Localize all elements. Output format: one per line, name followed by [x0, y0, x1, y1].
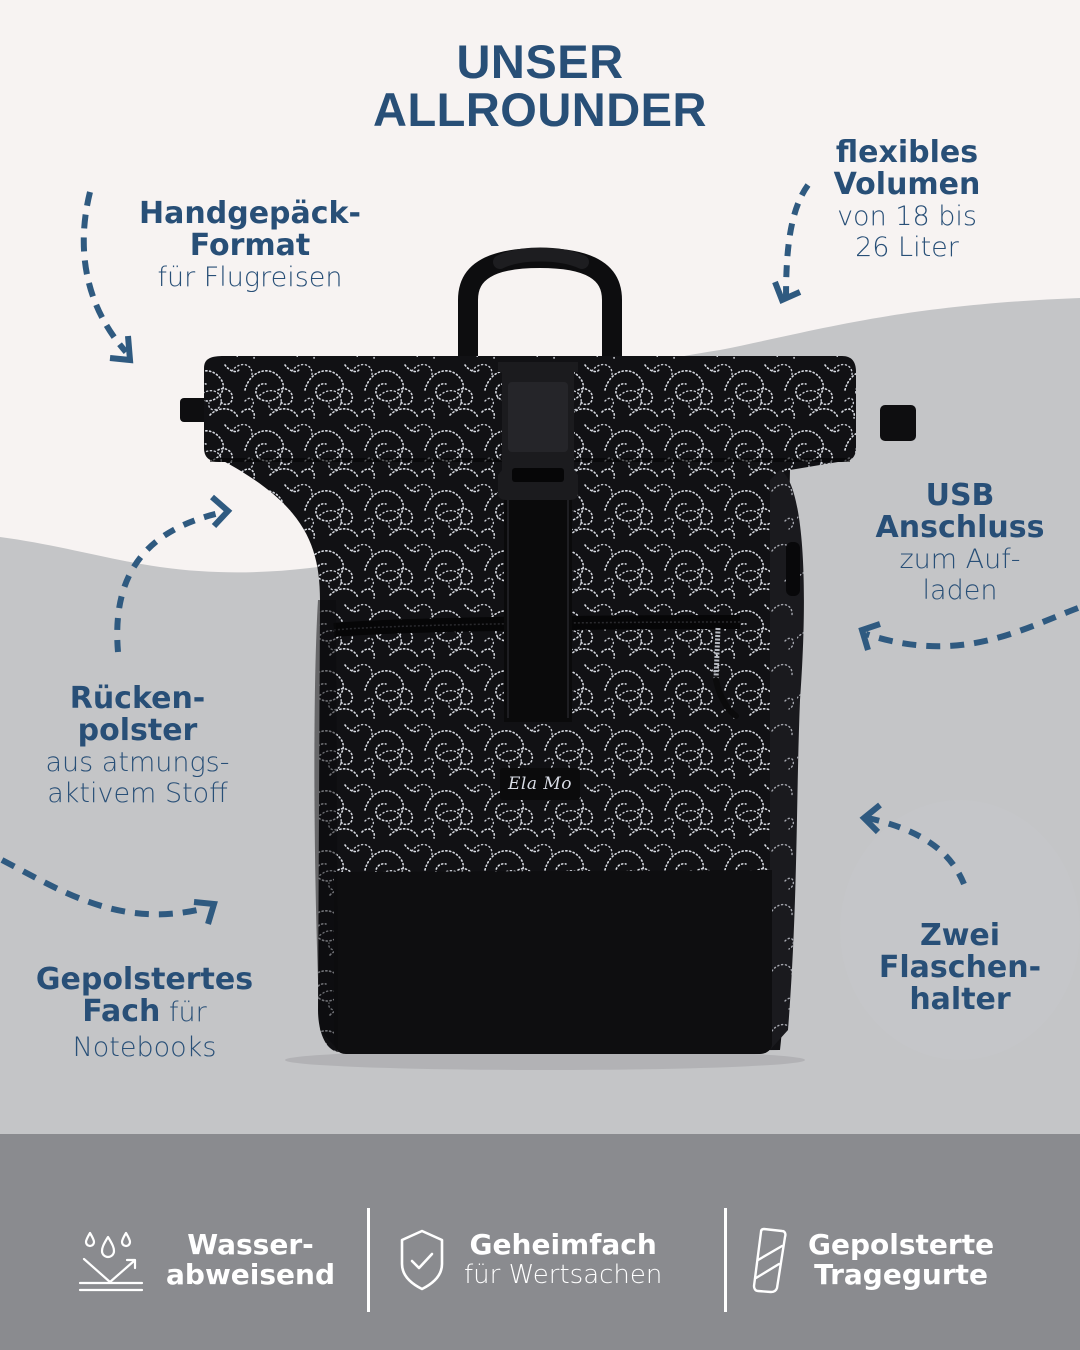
feature-volume-desc-1: von 18 bis [837, 201, 977, 232]
feature-laptop-compartment: Gepolstertes Fach für Notebooks [22, 962, 267, 1064]
title-line-2: ALLROUNDER [373, 83, 707, 136]
feature-bottle-title-3: halter [909, 982, 1011, 1017]
badge-padded-straps-line-1: Gepolsterte [808, 1228, 995, 1261]
badge-secret-pocket: Geheimfach für Wertsachen [398, 1210, 698, 1310]
feature-volume-title-2: Volumen [833, 167, 981, 202]
benefits-band [0, 1134, 1080, 1350]
feature-back-padding-title-2: polster [77, 713, 198, 748]
feature-carry-on-title-1: Handgepäck- [139, 196, 361, 231]
padded-strap-icon [752, 1227, 787, 1294]
badge-divider [724, 1208, 727, 1312]
feature-back-padding: Rücken- polster aus atmungs- aktivem Sto… [30, 681, 245, 810]
feature-carry-on-desc: für Flugreisen [157, 262, 343, 293]
badge-water-repellent-line-1: Wasser- [187, 1228, 314, 1261]
feature-bottle-title-1: Zwei [919, 918, 1001, 953]
feature-volume-desc-2: 26 Liter [855, 232, 959, 263]
badge-padded-straps-line-2: Tragegurte [814, 1258, 988, 1291]
feature-volume: flexibles Volumen von 18 bis 26 Liter [812, 135, 1002, 264]
feature-usb-title-1: USB [925, 478, 995, 513]
brand-label: Ela Mo [500, 768, 580, 800]
feature-laptop-desc-inline: für [160, 997, 207, 1028]
badge-water-repellent-line-2: abweisend [166, 1258, 336, 1291]
feature-laptop-title-2: Fach [82, 994, 161, 1029]
feature-usb-desc-1: zum Auf- [899, 544, 1021, 575]
feature-usb-title-2: Anschluss [875, 510, 1045, 545]
badge-divider [367, 1208, 370, 1312]
feature-usb: USB Anschluss zum Auf- laden [860, 478, 1060, 607]
badge-secret-pocket-line-2: für Wertsachen [464, 1260, 663, 1290]
feature-back-padding-title-1: Rücken- [69, 681, 206, 716]
feature-usb-desc-2: laden [922, 575, 998, 606]
feature-bottle-title-2: Flaschen- [878, 950, 1042, 985]
feature-back-padding-desc-2: aktivem Stoff [47, 778, 228, 809]
title-line-1: UNSER [456, 35, 624, 88]
water-repellent-icon [78, 1231, 144, 1292]
badge-water-repellent: Wasser- abweisend [78, 1210, 358, 1310]
shield-check-icon [400, 1229, 444, 1291]
feature-volume-title-1: flexibles [835, 135, 979, 170]
feature-carry-on-title-2: Format [189, 228, 311, 263]
feature-back-padding-desc-1: aus atmungs- [45, 747, 230, 778]
page-title: UNSER ALLROUNDER [0, 38, 1080, 134]
feature-laptop-title-1: Gepolstertes [35, 962, 254, 997]
badge-padded-straps: Gepolsterte Tragegurte [752, 1210, 1012, 1310]
feature-bottle-holders: Zwei Flaschen- halter [860, 920, 1060, 1016]
feature-laptop-desc-2: Notebooks [72, 1032, 217, 1063]
feature-carry-on: Handgepäck- Format für Flugreisen [120, 196, 380, 294]
badge-secret-pocket-line-1: Geheimfach [469, 1228, 657, 1261]
